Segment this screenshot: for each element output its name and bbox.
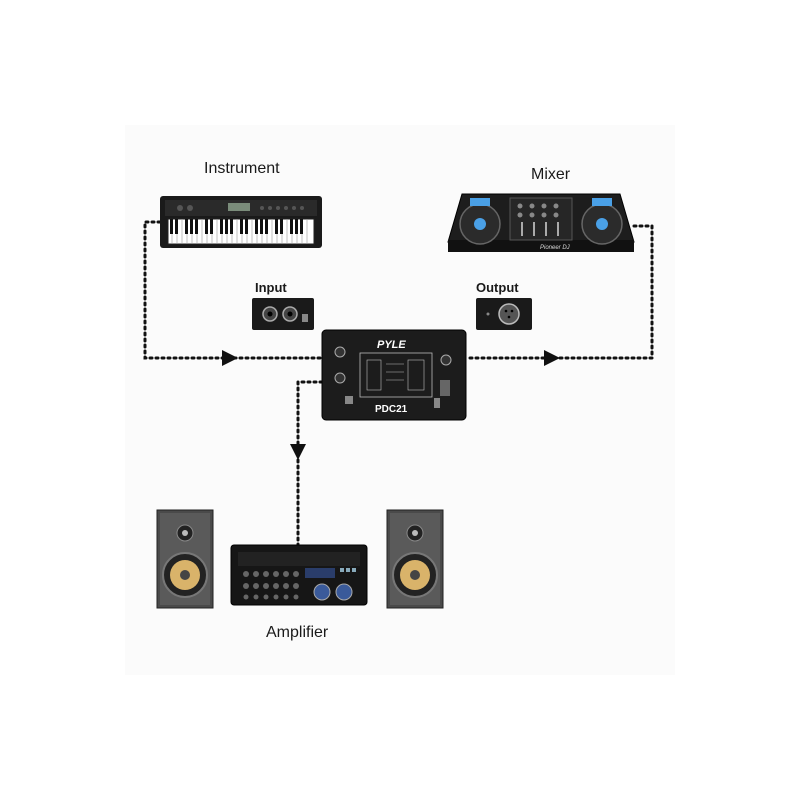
arrow-to-device xyxy=(222,350,238,366)
arrow-to-mixer xyxy=(544,350,560,366)
direct-box-icon: PYLE PDC21 xyxy=(322,330,466,420)
device-brand-text: PYLE xyxy=(377,339,406,351)
output-xlr-panel-icon xyxy=(476,298,532,330)
right-speaker-icon xyxy=(387,510,443,608)
mixer-brand-text: Pioneer DJ xyxy=(540,245,571,251)
keyboard-icon xyxy=(160,196,322,248)
device-to-amplifier-line xyxy=(298,382,322,545)
left-speaker-icon xyxy=(157,510,213,608)
input-jack-panel-icon xyxy=(252,298,314,330)
device-model-text: PDC21 xyxy=(375,404,408,415)
dj-mixer-icon: Pioneer DJ xyxy=(448,194,634,252)
arrow-to-amplifier xyxy=(290,444,306,460)
amplifier-icon xyxy=(231,545,367,605)
